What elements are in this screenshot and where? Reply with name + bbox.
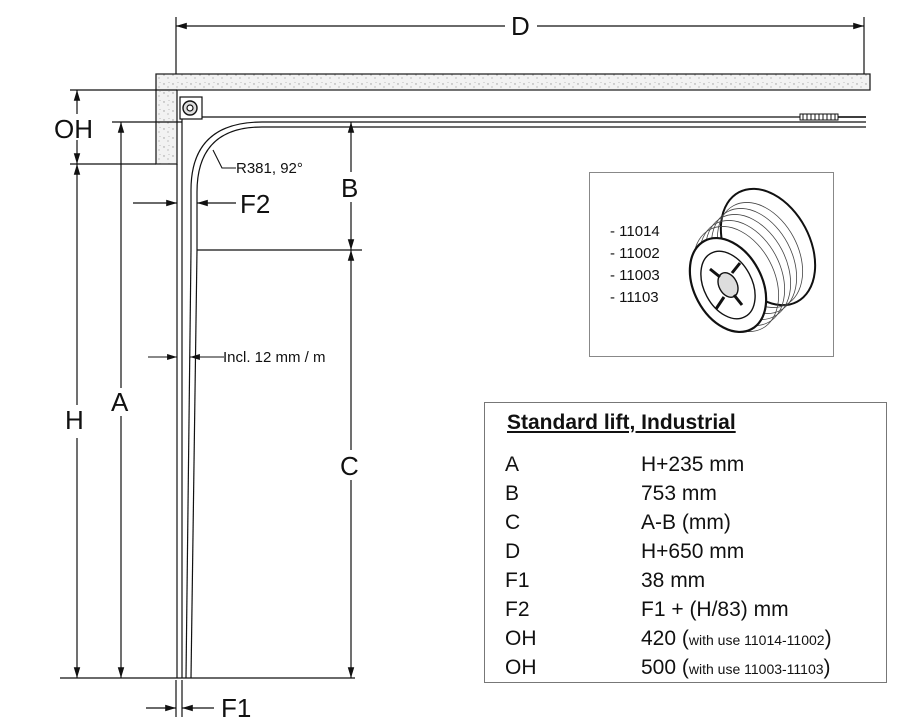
dimension-oh (70, 89, 177, 165)
spec-key: D (505, 540, 521, 563)
spec-key: B (505, 482, 520, 505)
vertical-track (176, 105, 198, 679)
spec-value: 753 mm (641, 482, 717, 505)
label-incline: Incl. 12 mm / m (223, 349, 326, 366)
label-c: C (340, 451, 359, 481)
label-f2: F2 (240, 189, 271, 219)
spec-key: C (505, 511, 521, 534)
label-h: H (65, 405, 84, 435)
spec-value: F1 + (H/83) mm (641, 598, 789, 621)
dimension-b (197, 122, 362, 251)
spec-key: F1 (505, 569, 530, 592)
spec-value: H+235 mm (641, 453, 745, 476)
drum-inset: - 11014 - 11002 - 11003 - 11103 (589, 172, 834, 357)
label-f1: F1 (221, 693, 252, 723)
drum-code: - 11103 (610, 289, 659, 306)
dimension-f1 (146, 680, 214, 717)
spec-value: A-B (mm) (641, 511, 731, 534)
drum-code: - 11014 (610, 223, 660, 240)
spring-icon (799, 113, 866, 121)
drum-code: - 11003 (610, 267, 660, 284)
cable-drum-icon (688, 187, 817, 334)
dimension-d (175, 17, 865, 74)
dimension-a (112, 121, 182, 678)
curved-track (190, 121, 263, 250)
spec-key: OH (505, 627, 537, 650)
spec-value: H+650 mm (641, 540, 745, 563)
spec-value: 420 (with use 11014-11002) (641, 627, 832, 650)
horizontal-track (182, 116, 866, 128)
spec-key: A (505, 453, 520, 476)
label-b: B (341, 173, 359, 203)
label-oh: OH (54, 114, 93, 144)
drum-code-list: - 11014 - 11002 - 11003 - 11103 (610, 221, 660, 309)
label-radius: R381, 92° (236, 160, 303, 177)
ceiling-lintel (155, 73, 871, 165)
spec-value: 38 mm (641, 569, 706, 592)
label-a: A (111, 387, 129, 417)
cable-drum-small (179, 96, 203, 120)
radius-leader (212, 149, 236, 169)
spec-value: 500 (with use 11003-11103) (641, 656, 831, 679)
spec-table: Standard lift, Industrial A H+235 mm B 7… (484, 402, 887, 683)
spec-note: with use 11014-11002 (688, 632, 825, 648)
spec-key: OH (505, 656, 537, 679)
label-d: D (511, 11, 530, 41)
drum-code: - 11002 (610, 245, 660, 262)
spec-table-title: Standard lift, Industrial (507, 411, 736, 434)
spec-note: with use 11003-11103 (688, 661, 824, 677)
spec-key: F2 (505, 598, 530, 621)
